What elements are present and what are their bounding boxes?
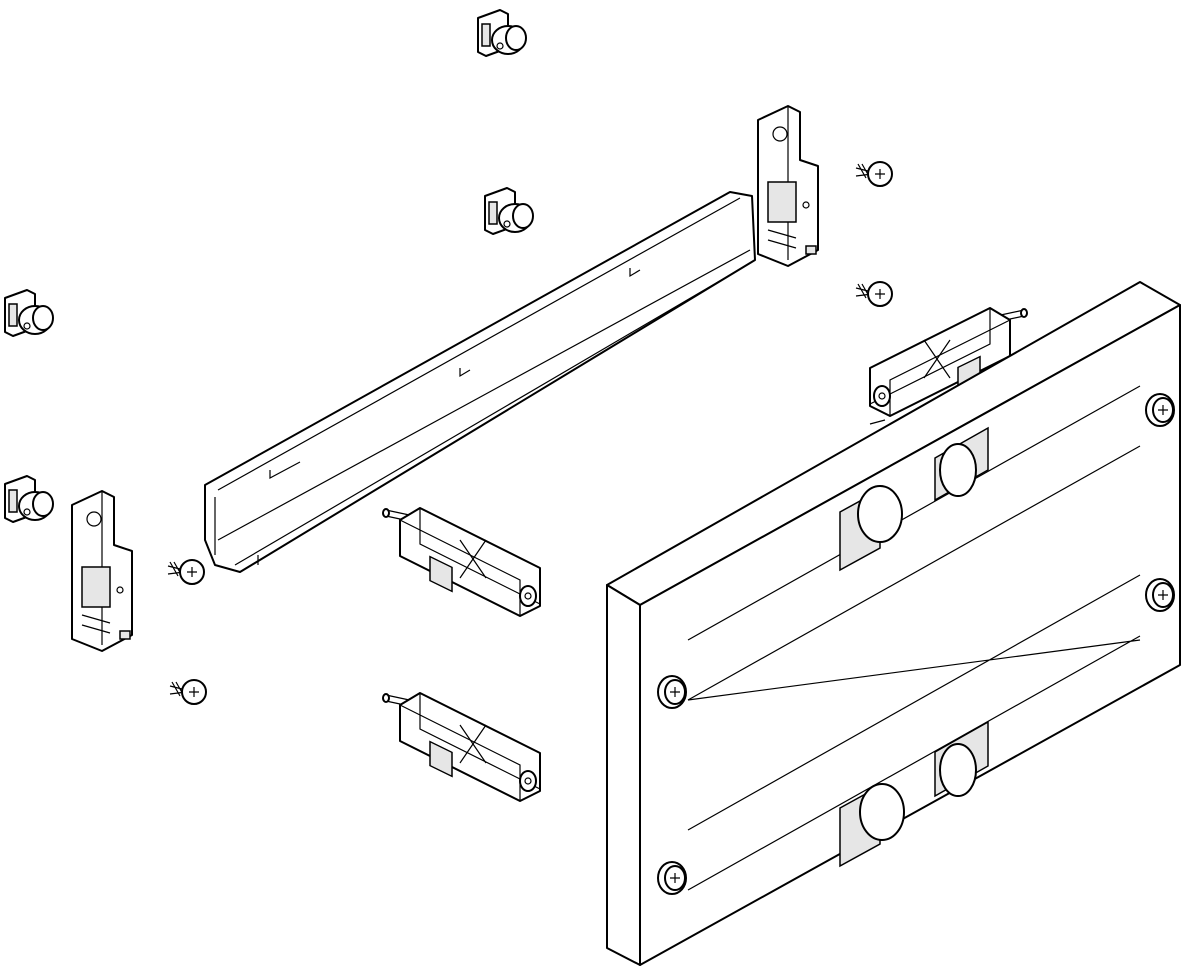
screw-2 [855, 281, 893, 307]
end-bracket-right [757, 105, 819, 267]
busbar-cover-panel [606, 281, 1181, 966]
terminal-connector-2 [382, 692, 541, 802]
screw-3 [167, 559, 205, 585]
cable-clip-4 [4, 475, 54, 523]
end-bracket-left [71, 490, 133, 652]
mounting-rail [204, 191, 756, 573]
cable-clip-3 [4, 289, 54, 337]
cable-clip-1 [477, 9, 527, 57]
terminal-connector-1 [382, 507, 541, 617]
screw-1 [855, 161, 893, 187]
cable-clip-2 [484, 187, 534, 235]
screw-4 [169, 679, 207, 705]
